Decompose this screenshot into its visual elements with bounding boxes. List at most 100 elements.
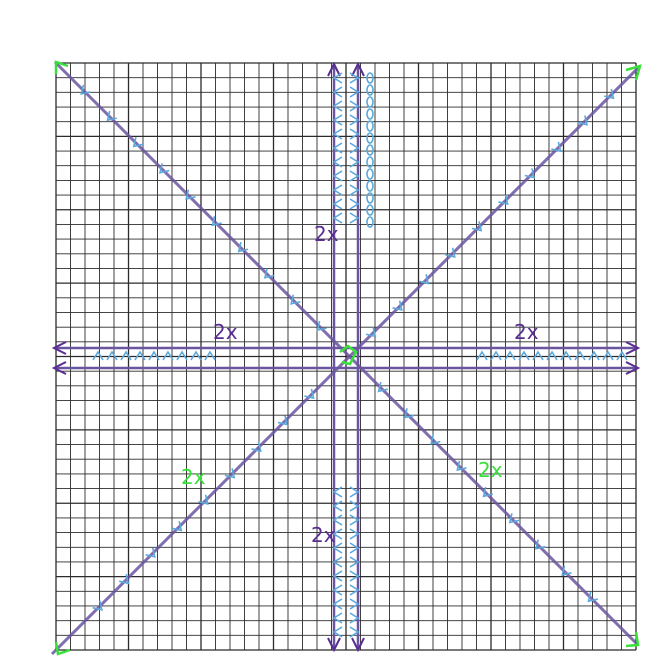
bottom-stitch-count-label: 2x [311, 523, 336, 547]
top-stitch-count-label: 2x [314, 222, 339, 246]
stitch-mark [349, 128, 360, 140]
stitch-mark [332, 556, 343, 568]
stitch-mark [349, 570, 360, 582]
stitch-mark [332, 570, 343, 582]
stitch-mark [524, 168, 536, 179]
stitch-mark [602, 350, 614, 361]
stitch-loop [366, 72, 374, 84]
stitch-mark [349, 598, 360, 610]
stitch-mark [118, 573, 130, 585]
stitch-mark [471, 221, 483, 232]
stitch-mark [332, 86, 343, 98]
stitch-mark [204, 350, 216, 361]
stitch-mark [349, 198, 360, 210]
stitch-mark [476, 350, 488, 361]
stitch-mark [377, 381, 389, 393]
stitch-mark [482, 486, 493, 498]
arrow-down-right-column [351, 637, 365, 653]
stitch-mark [418, 274, 430, 285]
stitch-mark [456, 460, 467, 472]
corner-mark-top-right [625, 64, 642, 81]
stitch-loop [366, 168, 374, 180]
arrow-right-bottom-row [625, 361, 641, 375]
stitch-mark [263, 268, 275, 279]
stitch-mark [237, 242, 249, 253]
center-mark [339, 344, 358, 366]
stitch-mark [80, 84, 91, 96]
stitch-loop [366, 84, 374, 96]
stitch-mark [498, 194, 509, 206]
stitch-mark [176, 350, 188, 361]
stitch-loop [366, 96, 374, 108]
stitch-mark [148, 350, 160, 361]
stitch-mark [349, 100, 360, 112]
arrow-up-right-column [351, 61, 365, 77]
corner-mark-bottom-left [54, 641, 71, 656]
stitch-loop [366, 144, 374, 156]
stitch-mark [198, 494, 209, 506]
stitch-mark [332, 612, 343, 624]
stitch-mark [604, 88, 615, 100]
stitch-mark [560, 350, 572, 361]
stitch-mark [290, 294, 301, 305]
stitch-mark [304, 388, 315, 400]
stitch-mark [332, 500, 343, 512]
stitch-mark [349, 184, 360, 196]
stitch-mark [349, 500, 360, 512]
stitch-mark [120, 350, 132, 361]
stitch-mark [92, 350, 104, 361]
stitch-loop [366, 216, 374, 228]
stitch-grid [55, 62, 637, 651]
stitch-loop [366, 108, 374, 120]
stitch-mark [332, 514, 343, 526]
stitch-loop [366, 204, 374, 216]
stitch-mark [445, 247, 456, 259]
stitch-mark [332, 486, 343, 498]
stitch-mark [132, 137, 144, 148]
bottom-left-stitch-count-label: 2x [181, 465, 206, 489]
stitch-mark [551, 141, 562, 153]
stitch-mark [349, 486, 360, 498]
stitch-mark [490, 350, 502, 361]
stitch-mark [430, 434, 441, 445]
corner-markers [54, 60, 642, 656]
left-stitch-count-label: 2x [213, 320, 238, 344]
stitch-mark [349, 584, 360, 596]
stitch-mark [185, 189, 196, 200]
stitch-mark [332, 212, 343, 224]
stitch-mark [587, 591, 598, 603]
stitch-mark [504, 350, 516, 361]
stitch-mark [332, 156, 343, 168]
stitch-mark [588, 350, 600, 361]
stitch-mark [349, 212, 360, 224]
stitch-mark [532, 350, 544, 361]
bottom-right-stitch-count-label: 2x [478, 458, 503, 482]
stitch-mark [224, 468, 236, 479]
arrow-left-bottom-row [51, 361, 67, 375]
stitch-mark [332, 626, 343, 638]
arrow-down-left-column [327, 637, 341, 653]
stitch-mark [349, 514, 360, 526]
stitch-mark [332, 100, 343, 112]
stitch-mark [349, 170, 360, 182]
stitch-loop [366, 192, 374, 204]
stitch-mark [616, 350, 628, 361]
stitch-mark [332, 72, 343, 84]
stitch-mark [332, 542, 343, 554]
stitch-loop [366, 180, 374, 192]
stitch-mark [349, 142, 360, 154]
stitch-mark [349, 156, 360, 168]
stitch-mark [574, 350, 586, 361]
stitch-mark [349, 114, 360, 126]
direction-arrows [51, 61, 641, 653]
stitch-mark [158, 163, 170, 174]
stitch-mark [106, 350, 118, 361]
right-stitch-count-label: 2x [514, 320, 539, 344]
stitch-mark [349, 72, 360, 84]
stitch-loop [366, 132, 374, 144]
stitch-mark [332, 142, 343, 154]
arrow-up-left-column [327, 61, 341, 77]
stitch-mark [190, 350, 202, 361]
corner-mark-bottom-right [625, 631, 640, 648]
